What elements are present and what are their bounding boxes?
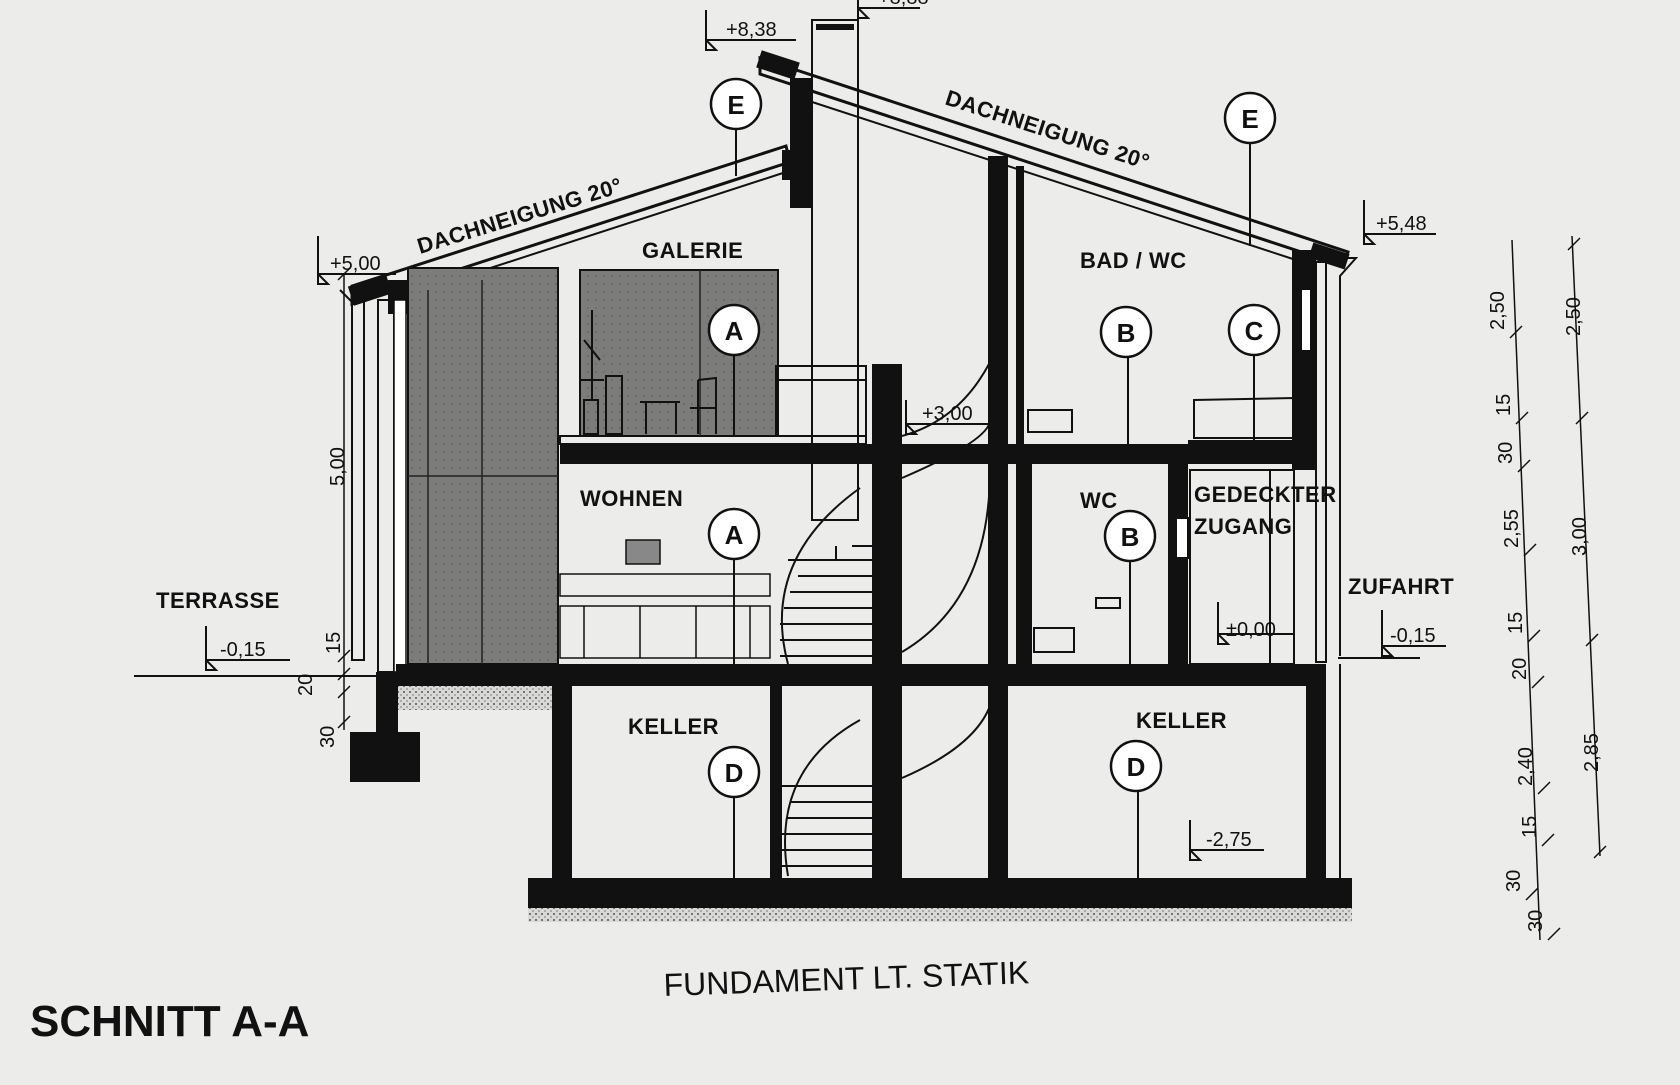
marker-b-upper: B	[1099, 305, 1153, 359]
label-zufahrt: ZUFAHRT	[1348, 574, 1454, 599]
dim-label-b: 3,00	[1569, 517, 1591, 556]
level-ridge-left: +8,38	[726, 19, 777, 41]
living-furniture	[559, 539, 771, 659]
marker-e-left: E	[709, 77, 763, 131]
level-eave-left: +5,00	[330, 253, 381, 275]
dim-label-a: 15	[1505, 612, 1527, 634]
chimney	[782, 19, 859, 521]
room-label-zugang: ZUGANG	[1194, 514, 1292, 539]
label-terrasse: TERRASSE	[156, 588, 280, 613]
dim-left-30: 30	[317, 726, 339, 748]
level-basement: -2,75	[1206, 829, 1252, 851]
svg-text:E: E	[1241, 104, 1258, 134]
marker-e-right: E	[1223, 91, 1277, 145]
drawing-title: SCHNITT A-A	[30, 997, 309, 1046]
dim-tick-a	[1509, 325, 1523, 339]
level-eave-right: +5,48	[1376, 213, 1427, 235]
dim-tick-b	[1585, 633, 1599, 647]
room-label-wc: WC	[1080, 488, 1118, 513]
room-label-galerie: GALERIE	[642, 238, 743, 263]
bath-fixtures	[1027, 396, 1295, 653]
marker-d-left: D	[707, 745, 761, 799]
dim-left-20: 20	[295, 674, 317, 696]
dim-tick-b	[1575, 411, 1589, 425]
left-dimension-chain	[337, 267, 351, 730]
dim-label-a: 2,40	[1515, 747, 1537, 786]
dim-label-b: 2,50	[1563, 297, 1585, 336]
foundation-note: FUNDAMENT LT. STATIK	[663, 954, 1030, 1003]
dim-tick-b	[1593, 845, 1607, 859]
dim-label-a: 30	[1525, 910, 1547, 932]
dim-tick-a	[1547, 927, 1561, 941]
svg-text:B: B	[1117, 318, 1136, 348]
dim-label-a: 15	[1493, 394, 1515, 416]
room-label-gedeckter: GEDECKTER	[1194, 482, 1337, 507]
room-label-keller-left: KELLER	[628, 714, 719, 739]
marker-a-upper: A	[707, 303, 761, 357]
marker-a-lower: A	[707, 507, 761, 561]
level-ridge-top: +8,88	[878, 0, 929, 9]
svg-text:E: E	[727, 90, 744, 120]
dim-tick-a	[1517, 459, 1531, 473]
room-label-wohnen: WOHNEN	[580, 486, 683, 511]
dim-tick-a	[1527, 629, 1541, 643]
covered-entrance	[1189, 469, 1295, 665]
dim-tick-a	[1531, 675, 1545, 689]
level-terrace: -0,15	[220, 639, 266, 661]
dim-label-a: 30	[1503, 870, 1525, 892]
marker-d-right: D	[1109, 739, 1163, 793]
dim-tick-a	[1525, 887, 1539, 901]
room-label-keller-right: KELLER	[1136, 708, 1227, 733]
right-dimension-labels-b: 2,50 3,00 2,85	[1563, 237, 1607, 859]
dim-left-height: 5,00	[327, 447, 349, 486]
right-dimension-chain-a	[1511, 239, 1541, 941]
dim-tick-a	[1537, 781, 1551, 795]
dim-tick-a	[1523, 543, 1537, 557]
ground-lines	[134, 657, 1420, 884]
dim-label-a: 15	[1519, 816, 1541, 838]
svg-text:D: D	[1127, 752, 1146, 782]
dim-label-a: 20	[1509, 658, 1531, 680]
right-dimension-chain-b	[1571, 235, 1601, 857]
level-upper-floor: +3,00	[922, 403, 973, 425]
svg-text:C: C	[1245, 316, 1264, 346]
svg-text:A: A	[725, 316, 744, 346]
level-ground: ±0,00	[1226, 619, 1276, 641]
gallery-furniture	[580, 310, 717, 435]
marker-c: C	[1227, 303, 1281, 357]
dim-tick-b	[1567, 237, 1581, 251]
dim-label-a: 30	[1495, 442, 1517, 464]
dim-tick-a	[1541, 833, 1555, 847]
dim-tick-a	[1515, 411, 1529, 425]
room-label-bad-wc: BAD / WC	[1080, 248, 1187, 273]
marker-b-lower: B	[1103, 509, 1157, 563]
svg-text:B: B	[1121, 522, 1140, 552]
dim-label-b: 2,85	[1581, 733, 1603, 772]
roof-pitch-left-label: DACHNEIGUNG 20°	[414, 173, 625, 259]
svg-text:A: A	[725, 520, 744, 550]
gallery-railing	[775, 365, 867, 437]
roof-right	[756, 50, 1350, 270]
glass-facade	[407, 267, 779, 665]
floor-slabs	[350, 435, 1352, 922]
dim-left-15: 15	[323, 632, 345, 654]
svg-text:D: D	[725, 758, 744, 788]
level-driveway: -0,15	[1390, 625, 1436, 647]
dim-label-a: 2,55	[1501, 509, 1523, 548]
dim-label-a: 2,50	[1487, 291, 1509, 330]
